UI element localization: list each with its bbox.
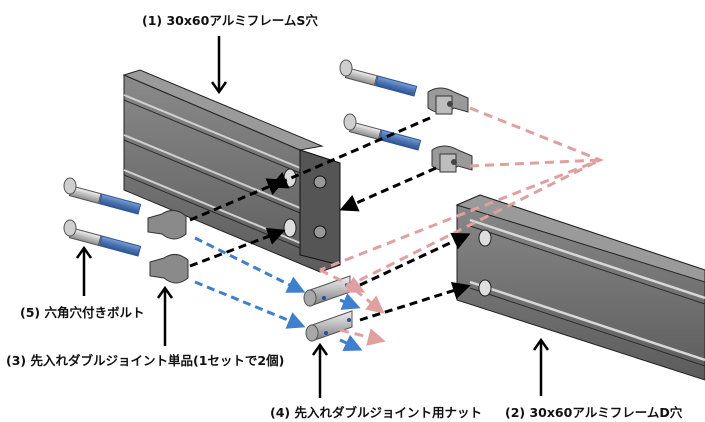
callout-arrow-5	[75, 245, 93, 296]
label-part-4: (4) 先入れダブルジョイント用ナット	[270, 405, 482, 420]
label-part-3: (3) 先入れダブルジョイント単品(1セットで2個)	[6, 353, 285, 368]
nut-group	[303, 275, 353, 342]
joint-top-1	[427, 87, 469, 115]
bolt-left-1	[63, 177, 142, 215]
nut-2	[305, 310, 353, 342]
callout-arrow-1	[210, 36, 228, 95]
callout-arrow-3	[156, 285, 174, 346]
frame-s-hole	[122, 69, 341, 273]
bolt-group	[63, 59, 422, 257]
frame-d-hole	[455, 194, 705, 381]
joint-left-1	[147, 210, 187, 240]
joint-group	[147, 87, 473, 284]
nut-1	[303, 275, 351, 307]
label-part-5: (5) 六角穴付きボルト	[20, 305, 145, 320]
callout-arrow-2	[532, 337, 550, 396]
black-path	[189, 116, 471, 322]
callout-arrows	[75, 36, 550, 398]
callout-arrow-4	[311, 342, 329, 398]
label-part-1: (1) 30x60アルミフレームS穴	[142, 13, 318, 28]
joint-top-2	[431, 145, 473, 173]
bolt-top-1	[339, 59, 418, 97]
blue-path	[194, 236, 363, 352]
label-part-2: (2) 30x60アルミフレームD穴	[505, 405, 683, 420]
bolt-top-2	[343, 113, 422, 151]
joint-left-2	[149, 254, 189, 284]
bolt-left-2	[63, 219, 142, 257]
